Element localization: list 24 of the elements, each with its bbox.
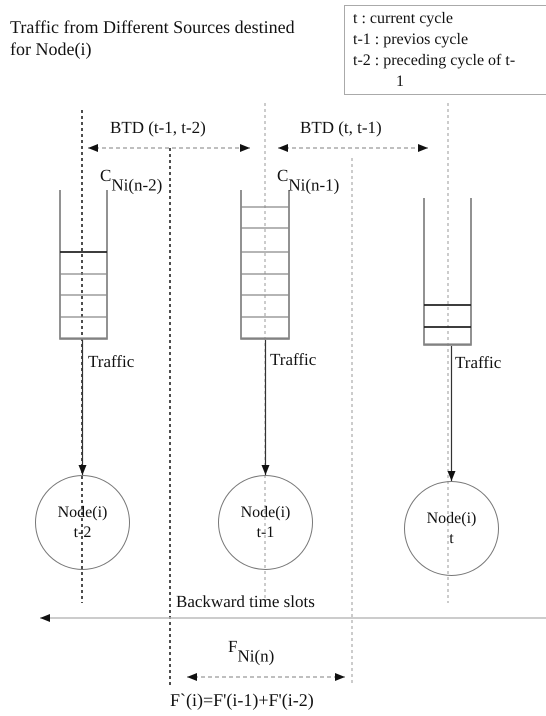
- key-box: [344, 5, 546, 95]
- diagram-title: Traffic from Different Sources destined for Node(i): [10, 16, 296, 60]
- node-circle: [404, 481, 499, 576]
- dimension-label: BTD (t, t-1): [300, 118, 382, 138]
- queue-buffer: [423, 198, 472, 346]
- node-label: Node(i) t: [426, 508, 478, 548]
- edge-label: Traffic: [88, 352, 134, 372]
- edge-label: Traffic: [270, 350, 316, 370]
- axis-label: Backward time slots: [176, 592, 315, 612]
- node-circle: [218, 475, 313, 570]
- node-label: Node(i) t-2: [56, 502, 108, 542]
- edge-label: Traffic: [455, 353, 502, 374]
- key-entry: t : current cycle: [353, 9, 454, 29]
- arrow: [78, 340, 86, 475]
- queue-buffer: [59, 190, 108, 340]
- arrow: [262, 340, 270, 475]
- node-label: Node(i) t-1: [240, 502, 292, 542]
- dimension-label: BTD (t-1, t-2): [110, 118, 206, 138]
- queue-buffer: [240, 190, 290, 340]
- node-circle: [35, 475, 130, 570]
- arrow: [448, 346, 456, 481]
- formula-text: F`(i)=F'(i-1)+F'(i-2): [170, 690, 314, 712]
- key-entry: t-1 : previos cycle: [353, 30, 470, 50]
- key-entry: t-2 : preceding cycle of t-1: [353, 51, 516, 92]
